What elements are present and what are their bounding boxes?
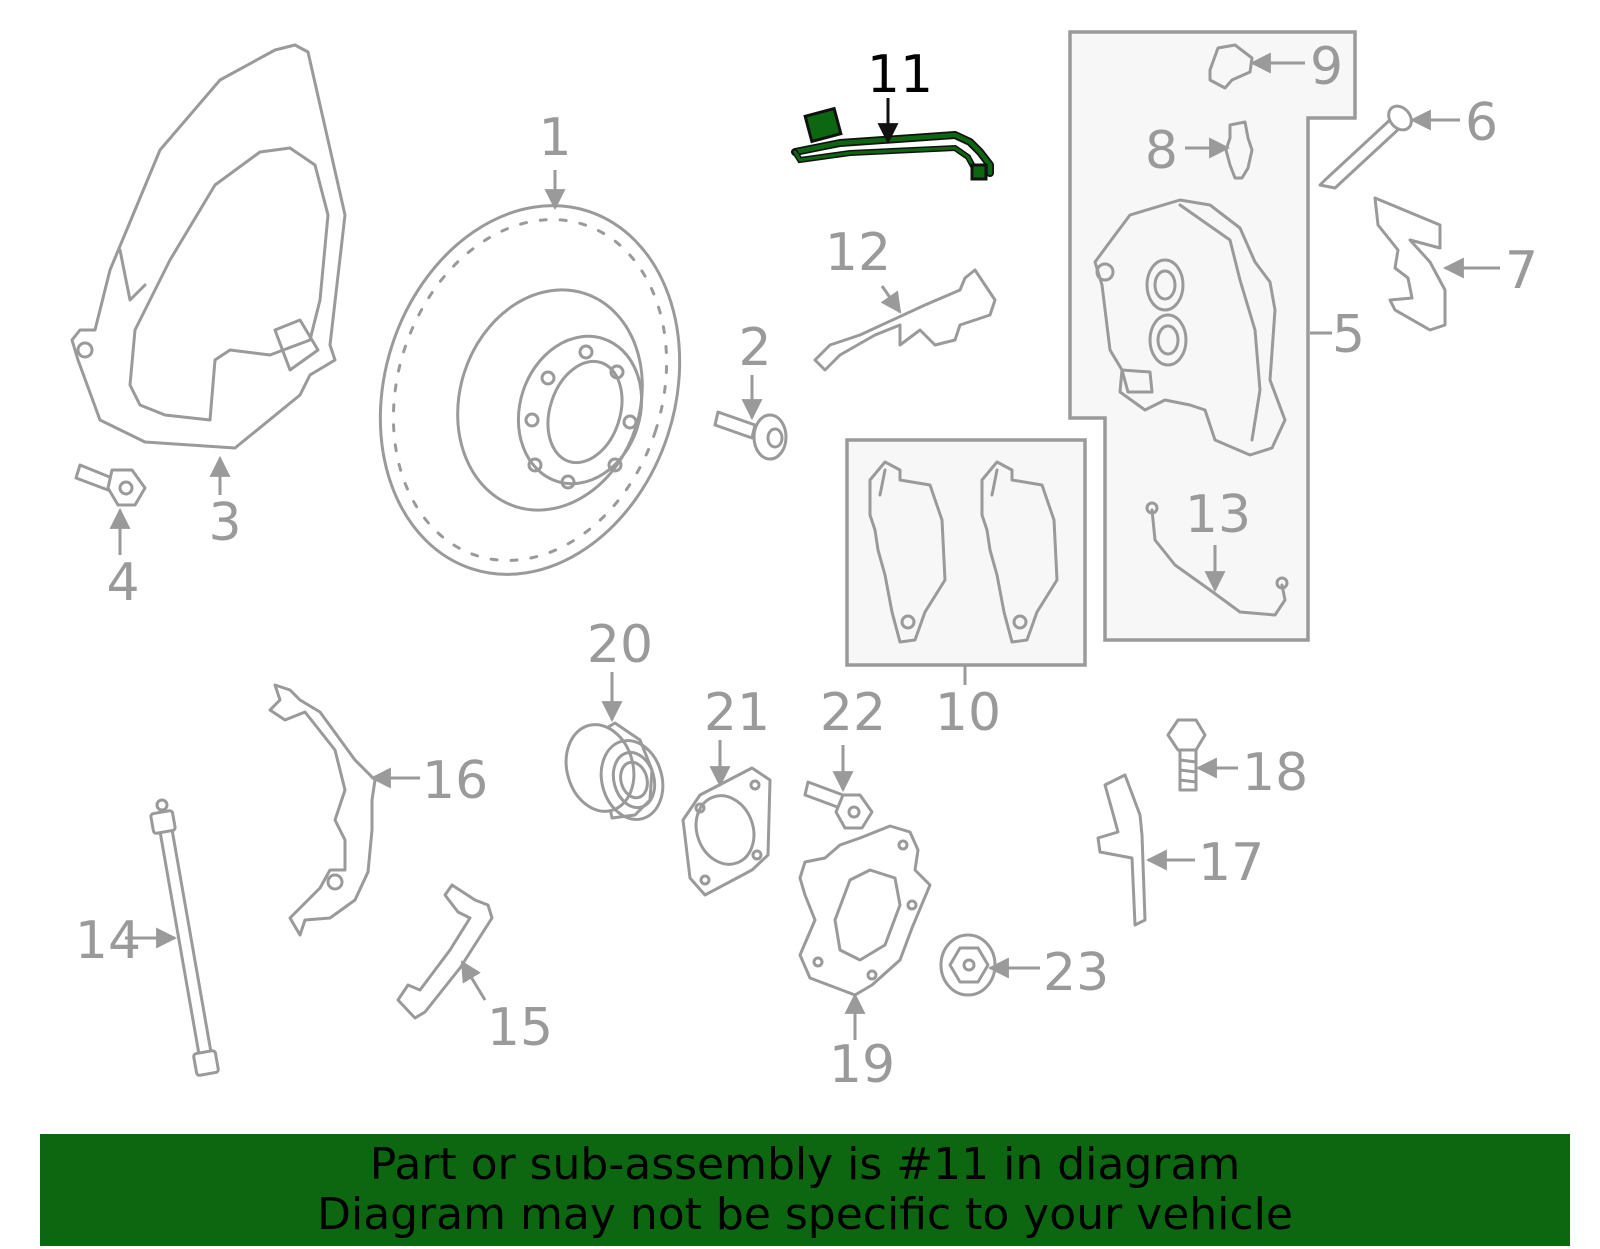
banner-line-2: Diagram may not be specific to your vehi… <box>317 1189 1293 1240</box>
wheel-hub <box>798 824 932 997</box>
callout-22: 22 <box>820 683 886 743</box>
callout-8: 8 <box>1145 121 1178 181</box>
callout-12: 12 <box>825 223 891 283</box>
callout-4: 4 <box>106 553 139 613</box>
callout-9: 9 <box>1310 37 1343 97</box>
callout-7: 7 <box>1505 241 1538 301</box>
callout-16: 16 <box>422 751 488 811</box>
leader-lines <box>109 52 1500 1040</box>
banner-line-1: Part or sub-assembly is #11 in diagram <box>369 1139 1241 1190</box>
bolt-4 <box>74 463 147 507</box>
callout-18: 18 <box>1242 743 1308 803</box>
callout-6: 6 <box>1465 93 1498 153</box>
callout-19: 19 <box>829 1035 895 1095</box>
brake-rotor <box>378 204 682 576</box>
brake-pads <box>868 460 1059 644</box>
bracket-16 <box>268 683 377 937</box>
callout-3: 3 <box>208 493 241 553</box>
sensor-17 <box>1096 773 1147 927</box>
callout-23: 23 <box>1043 943 1109 1003</box>
clip-7 <box>1373 196 1447 332</box>
parts-diagram: 1 2 3 4 5 6 7 8 9 10 11 12 13 14 15 16 1… <box>70 30 1538 1095</box>
callout-13: 13 <box>1185 485 1251 545</box>
info-banner: Part or sub-assembly is #11 in diagram D… <box>40 1134 1570 1246</box>
callout-17: 17 <box>1198 833 1264 893</box>
callout-11: 11 <box>867 45 933 105</box>
bolt-2 <box>713 410 788 461</box>
rod-14 <box>149 798 220 1077</box>
callout-21: 21 <box>704 683 770 743</box>
brake-pad-group-box <box>845 438 1087 667</box>
callout-15: 15 <box>487 998 553 1058</box>
nut-23 <box>939 933 997 997</box>
wheel-bearing <box>564 721 665 821</box>
highlighted-wear-sensor-11 <box>791 106 994 181</box>
bracket-12 <box>813 268 997 372</box>
brake-caliper <box>1093 198 1287 457</box>
callout-1: 1 <box>538 108 571 168</box>
plate-21 <box>681 766 772 897</box>
bolt-22 <box>803 780 874 830</box>
dust-shield <box>70 43 347 450</box>
bolt-18 <box>1166 718 1207 792</box>
callout-14: 14 <box>75 911 141 971</box>
callout-5: 5 <box>1332 305 1365 365</box>
sensor-15 <box>396 883 494 1020</box>
callout-10: 10 <box>935 683 1001 743</box>
wear-sensor-13 <box>1145 501 1289 617</box>
caliper-group-box <box>1068 30 1357 642</box>
callout-20: 20 <box>587 615 653 675</box>
callout-2: 2 <box>738 318 771 378</box>
bolt-6 <box>1318 104 1413 190</box>
